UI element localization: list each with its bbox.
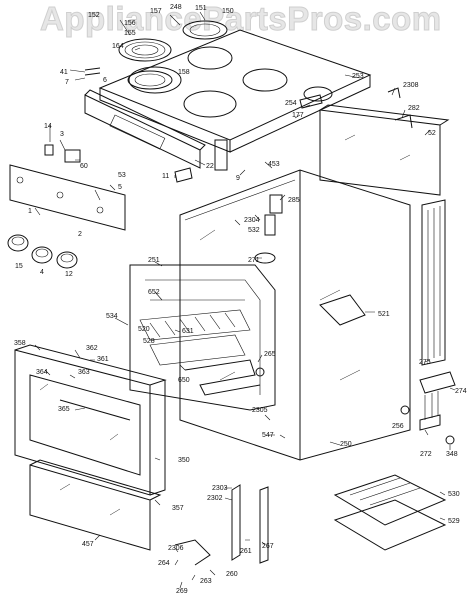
label-2308: 2308 [403, 82, 419, 89]
label-157: 157 [150, 8, 162, 15]
oven-door [14, 344, 167, 496]
surface-unit-coils [118, 20, 228, 90]
rear-panel [319, 104, 450, 196]
label-532: 532 [248, 227, 260, 234]
broiler-pan [333, 474, 447, 551]
door-hinges [174, 484, 269, 566]
label-365: 365 [58, 406, 70, 413]
label-250: 250 [340, 441, 352, 448]
label-363: 363 [78, 369, 90, 376]
bake-element [184, 359, 261, 396]
label-155: 155 [124, 30, 136, 37]
label-1: 1 [28, 208, 32, 215]
label-453: 453 [268, 161, 280, 168]
label-652: 652 [148, 289, 160, 296]
label-357: 357 [172, 505, 184, 512]
label-253: 253 [352, 73, 364, 80]
label-534: 534 [106, 313, 118, 320]
label-457: 457 [82, 541, 94, 548]
oven-liner [129, 264, 276, 411]
label-530: 530 [448, 491, 460, 498]
label-272: 272 [420, 451, 432, 458]
label-2304: 2304 [244, 217, 260, 224]
label-7: 7 [65, 79, 69, 86]
label-275: 275 [419, 359, 431, 366]
range-cabinet [179, 169, 411, 461]
label-358: 358 [14, 340, 26, 347]
label-12: 12 [65, 271, 73, 278]
label-2305: 2305 [252, 407, 268, 414]
label-150: 150 [222, 8, 234, 15]
label-15: 15 [15, 263, 23, 270]
label-520: 520 [138, 326, 150, 333]
watermark-text: AppliancePartsPros.com [40, 0, 442, 38]
label-547: 547 [262, 432, 274, 439]
part-number-labels: 157 248 151 150 152 156 155 164 158 41 7… [14, 4, 467, 595]
label-6: 6 [103, 77, 107, 84]
label-264: 264 [158, 560, 170, 567]
label-256: 256 [392, 423, 404, 430]
label-348: 348 [446, 451, 458, 458]
label-156: 156 [124, 20, 136, 27]
label-274: 274 [455, 388, 467, 395]
leader-lines [34, 11, 456, 589]
label-22: 22 [206, 163, 214, 170]
label-2303: 2303 [212, 485, 228, 492]
label-271: 271 [248, 257, 260, 264]
label-282: 282 [408, 105, 420, 112]
label-261: 261 [240, 548, 252, 555]
label-53: 53 [118, 172, 126, 179]
storage-drawer [29, 459, 162, 551]
label-164: 164 [112, 43, 124, 50]
label-521: 521 [378, 311, 390, 318]
label-265: 265 [264, 351, 276, 358]
label-260: 260 [226, 571, 238, 578]
label-631: 631 [182, 328, 194, 335]
cooktop-assembly [98, 29, 372, 153]
label-151: 151 [195, 5, 207, 12]
label-285: 285 [288, 197, 300, 204]
backsplash-control-panel [84, 89, 206, 169]
label-60: 60 [80, 163, 88, 170]
label-267: 267 [262, 543, 274, 550]
label-14: 14 [44, 123, 52, 130]
label-528: 528 [143, 338, 155, 345]
label-350: 350 [178, 457, 190, 464]
label-263: 263 [200, 578, 212, 585]
label-361: 361 [97, 356, 109, 363]
label-269: 269 [176, 588, 188, 595]
front-control-plate [9, 164, 126, 231]
label-254: 254 [285, 100, 297, 107]
label-5: 5 [118, 184, 122, 191]
oven-racks [139, 309, 251, 366]
label-158: 158 [178, 69, 190, 76]
label-4: 4 [40, 269, 44, 276]
label-251: 251 [148, 257, 160, 264]
label-2: 2 [78, 231, 82, 238]
label-2306: 2306 [168, 545, 184, 552]
label-364: 364 [36, 369, 48, 376]
label-650: 650 [178, 377, 190, 384]
label-3: 3 [60, 131, 64, 138]
label-152: 152 [88, 12, 100, 19]
label-11: 11 [162, 173, 169, 180]
label-362: 362 [86, 345, 98, 352]
label-41: 41 [60, 69, 68, 76]
label-9: 9 [236, 175, 240, 182]
label-529: 529 [448, 518, 460, 525]
label-177: 177 [292, 112, 304, 119]
side-insulation [421, 199, 446, 366]
label-52: 52 [428, 130, 436, 137]
small-hardware-parts [44, 67, 456, 445]
label-248: 248 [170, 4, 182, 11]
label-2302: 2302 [207, 495, 223, 502]
control-knobs [7, 234, 78, 269]
